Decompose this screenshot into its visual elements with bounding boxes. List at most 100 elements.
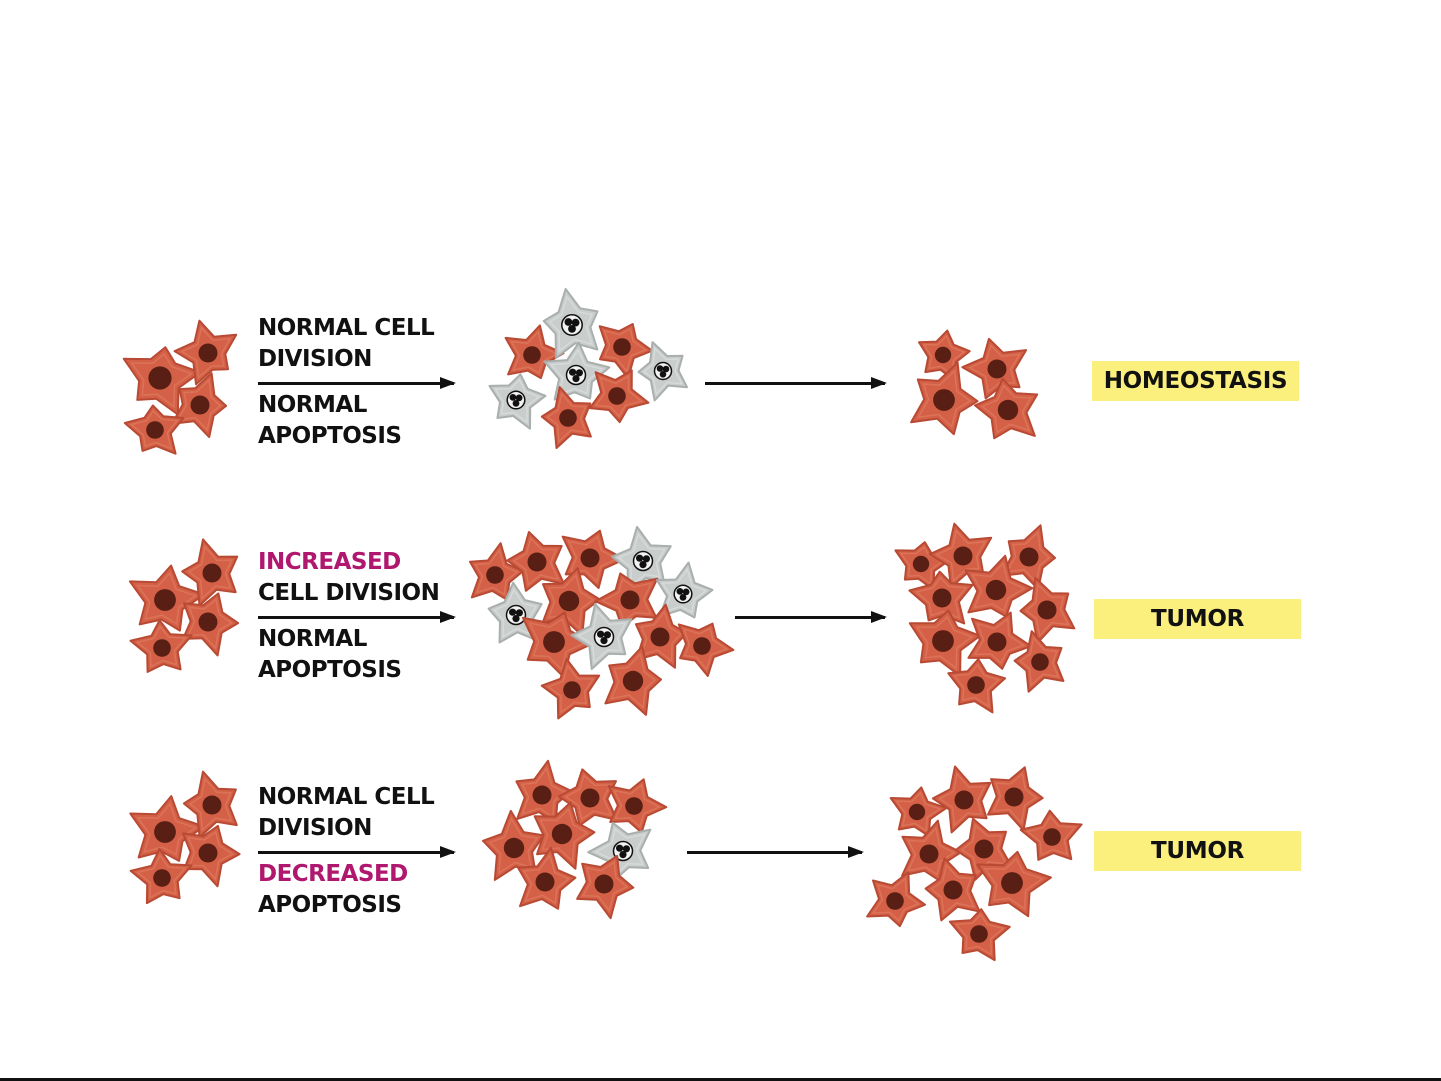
nucleus	[613, 338, 631, 356]
nucleus	[153, 639, 171, 657]
nucleus	[932, 630, 954, 652]
nucleus	[623, 671, 643, 691]
living-cell	[679, 624, 734, 676]
living-cell	[962, 339, 1026, 399]
nucleus	[651, 628, 670, 647]
living-cell	[988, 767, 1043, 830]
living-cell	[1021, 811, 1082, 860]
nuclear-fragment	[568, 325, 576, 333]
apoptosis-label-line-1: NORMAL	[258, 390, 402, 421]
nuclear-fragment	[569, 369, 576, 376]
nuclear-fragment	[510, 394, 517, 401]
result-arrow	[687, 851, 862, 854]
apoptosis-label-line-2: APOPTOSIS	[258, 890, 408, 921]
living-cell	[507, 532, 564, 591]
nucleus	[1038, 601, 1057, 620]
result-arrow	[735, 616, 885, 619]
living-cell	[933, 767, 990, 833]
division-label-line-1: INCREASED	[258, 547, 439, 578]
living-cell	[183, 826, 240, 886]
nucleus	[998, 400, 1018, 420]
nuclear-fragment	[657, 365, 664, 372]
process-arrow	[258, 382, 454, 385]
nucleus	[559, 591, 579, 611]
nucleus	[1020, 548, 1039, 567]
nucleus	[1043, 828, 1061, 846]
nucleus	[559, 409, 577, 427]
nucleus	[1031, 653, 1049, 671]
living-cell	[590, 370, 649, 422]
process-arrow	[258, 851, 454, 854]
nucleus	[203, 564, 222, 583]
apoptosis-label-line-2: APOPTOSIS	[258, 655, 402, 686]
division-label: INCREASED CELL DIVISION	[258, 547, 439, 609]
nucleus	[528, 553, 547, 572]
nucleus	[595, 875, 614, 894]
nuclear-fragment	[600, 637, 607, 644]
apoptosis-label: NORMAL APOPTOSIS	[258, 624, 402, 686]
division-label-line-1: NORMAL CELL	[258, 782, 434, 813]
nucleus	[154, 821, 176, 843]
living-cell	[910, 610, 980, 676]
nucleus	[693, 637, 711, 655]
nucleus	[933, 389, 955, 411]
nucleus	[146, 421, 164, 439]
nucleus	[913, 556, 929, 572]
apoptosis-label: NORMAL APOPTOSIS	[258, 390, 402, 452]
nuclear-fragment	[680, 594, 687, 601]
apoptosis-label-line-2: APOPTOSIS	[258, 421, 402, 452]
nucleus	[975, 840, 994, 859]
division-label-line-1: NORMAL CELL	[258, 313, 434, 344]
division-label: NORMAL CELL DIVISION	[258, 782, 434, 844]
nucleus	[933, 589, 952, 608]
nucleus	[581, 549, 600, 568]
division-label-line-2: DIVISION	[258, 813, 434, 844]
nucleus	[920, 845, 939, 864]
nucleus	[199, 613, 218, 632]
nuclear-fragment	[619, 851, 626, 858]
living-cell	[131, 620, 192, 672]
nuclear-fragment	[639, 561, 646, 568]
nucleus	[608, 387, 626, 405]
division-label-line-2: DIVISION	[258, 344, 434, 375]
nucleus	[967, 676, 985, 694]
nucleus	[988, 360, 1007, 379]
nucleus	[543, 631, 565, 653]
division-label: NORMAL CELL DIVISION	[258, 313, 434, 375]
nucleus	[191, 396, 210, 415]
apoptosis-label-line-1: NORMAL	[258, 624, 402, 655]
nuclear-fragment	[513, 400, 520, 407]
result-arrow	[705, 382, 885, 385]
nucleus	[886, 892, 904, 910]
apoptotic-cell	[490, 374, 546, 428]
outcome-badge: HOMEOSTASIS	[1092, 361, 1299, 401]
nucleus	[199, 844, 218, 863]
nucleus	[935, 347, 951, 363]
nucleus	[536, 873, 555, 892]
living-cell	[950, 909, 1010, 960]
outcome-badge: TUMOR	[1094, 599, 1301, 639]
nucleus	[621, 591, 640, 610]
living-cell	[609, 779, 667, 832]
nucleus	[563, 681, 581, 699]
nucleus	[970, 925, 988, 943]
nucleus	[533, 786, 552, 805]
nucleus	[148, 366, 171, 389]
nucleus	[203, 796, 222, 815]
living-cell	[867, 872, 925, 926]
apoptosis-label: DECREASED APOPTOSIS	[258, 859, 408, 921]
nucleus	[954, 547, 973, 566]
nuclear-fragment	[509, 609, 516, 616]
nucleus	[944, 881, 963, 900]
nucleus	[1001, 872, 1023, 894]
nucleus	[986, 580, 1006, 600]
nuclear-fragment	[565, 318, 573, 326]
nucleus	[581, 789, 600, 808]
nuclear-fragment	[616, 845, 623, 852]
nucleus	[909, 804, 925, 820]
nuclear-fragment	[597, 631, 604, 638]
nucleus	[486, 566, 504, 584]
nucleus	[153, 869, 171, 887]
nuclear-fragment	[636, 555, 643, 562]
